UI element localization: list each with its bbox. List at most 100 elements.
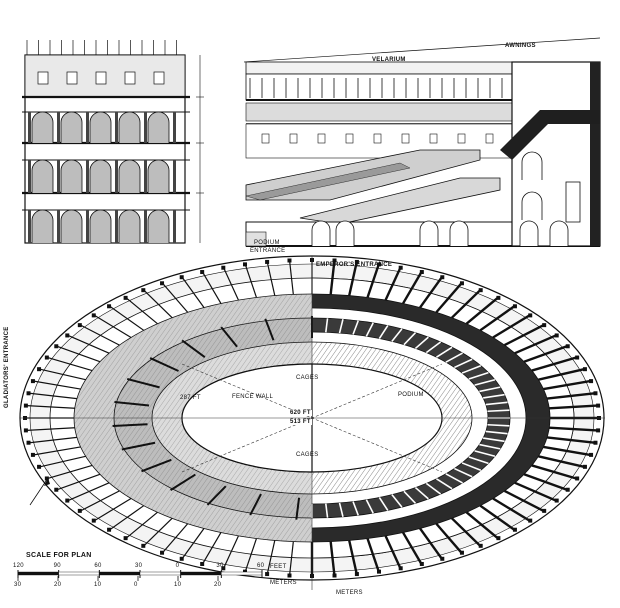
- outer-pier: [419, 270, 424, 275]
- upper-arch: [521, 191, 543, 220]
- radial-pier: [26, 405, 75, 409]
- radial-pier: [94, 498, 132, 522]
- outer-pier: [30, 379, 35, 384]
- outer-pier: [512, 527, 517, 532]
- attic-window: [95, 71, 107, 85]
- inner-passage: [483, 393, 505, 399]
- arch: [31, 209, 54, 243]
- scale-segment: [99, 571, 141, 576]
- column: [173, 160, 176, 193]
- radial-pier: [94, 314, 132, 338]
- column: [144, 160, 147, 193]
- outer-pier: [265, 572, 270, 577]
- inner-passage: [391, 494, 403, 508]
- outer-pier: [44, 355, 49, 360]
- gladiators-entrance-label: GLADIATORS' ENTRANCE: [4, 326, 10, 408]
- meters-unit: METERS: [270, 580, 297, 586]
- attic-window: [153, 71, 165, 85]
- outer-pier: [565, 344, 570, 349]
- column: [173, 112, 176, 143]
- outer-pier: [23, 428, 28, 433]
- outer-pier: [287, 258, 292, 263]
- meter-tick-label: 10: [94, 582, 102, 588]
- arch: [60, 111, 83, 143]
- arena-dimension: 287 FT: [180, 395, 201, 401]
- inner-passage: [468, 371, 489, 380]
- inner-passage: [485, 401, 508, 406]
- section-window: [485, 133, 494, 144]
- vomitorium: [295, 497, 301, 520]
- radial-pier: [538, 368, 585, 381]
- radial-pier: [531, 356, 577, 372]
- column: [115, 210, 118, 243]
- vomitorium: [206, 485, 227, 506]
- arch: [60, 159, 83, 193]
- section-window: [261, 133, 270, 144]
- vomitorium: [181, 339, 206, 358]
- meter-tick-label: 0: [134, 582, 138, 588]
- radial-pier: [514, 481, 557, 502]
- outer-pier: [440, 275, 445, 280]
- column: [173, 210, 176, 243]
- radial-pier: [181, 528, 205, 560]
- fence-wall-label: FENCE WALL: [232, 394, 274, 400]
- outer-pier: [554, 333, 559, 338]
- arch: [147, 159, 170, 193]
- inner-passage: [485, 430, 508, 435]
- outer-pier: [107, 304, 112, 309]
- meters-label: METERS: [336, 590, 363, 596]
- radial-pier: [348, 540, 358, 575]
- outer-pier: [243, 569, 248, 574]
- radial-pier: [39, 368, 86, 381]
- feet-tick-label: 60: [257, 563, 265, 569]
- radial-pier: [223, 267, 239, 301]
- meter-tick-label: 10: [174, 582, 182, 588]
- vomitorium: [114, 401, 150, 407]
- radial-pier: [26, 427, 75, 431]
- vomitorium: [141, 458, 172, 473]
- radial-pier: [435, 282, 463, 314]
- radial-pier: [492, 497, 531, 522]
- radial-pier: [33, 446, 81, 456]
- outer-pier: [478, 288, 483, 293]
- upper-arch: [521, 151, 543, 180]
- vomitorium: [121, 441, 156, 451]
- inner-passage: [365, 322, 374, 337]
- outer-pier: [141, 543, 146, 548]
- inner-passage: [461, 462, 482, 471]
- column: [28, 210, 31, 243]
- north-arrow: [29, 477, 49, 506]
- arch: [89, 111, 112, 143]
- meter-tick-label: 20: [214, 582, 222, 588]
- feet-tick-label: 90: [53, 563, 61, 569]
- radial-pier: [266, 261, 276, 296]
- outer-pier: [65, 498, 70, 503]
- outer-pier: [179, 275, 184, 280]
- outer-pier: [582, 367, 587, 372]
- radial-pier: [514, 334, 557, 355]
- radial-pier: [348, 261, 358, 296]
- scale-segment: [221, 571, 263, 576]
- radial-pier: [538, 455, 585, 468]
- arch: [31, 111, 54, 143]
- outer-pier: [44, 476, 49, 481]
- scale-title: SCALE FOR PLAN: [26, 552, 92, 559]
- outer-pier: [565, 487, 570, 492]
- outer-pier: [37, 464, 42, 469]
- radial-pier: [543, 445, 591, 457]
- radial-pier: [202, 271, 222, 304]
- outer-pier: [593, 440, 598, 445]
- outer-pier: [593, 391, 598, 396]
- inner-passage: [391, 328, 403, 342]
- arch: [147, 111, 170, 143]
- radial-pier: [549, 404, 598, 410]
- radial-pier: [67, 482, 110, 502]
- plan-podium-label: PODIUM: [398, 392, 424, 398]
- cages-bottom-label: CAGES: [296, 452, 319, 458]
- outer-pier: [440, 556, 445, 561]
- radial-pier: [266, 540, 276, 575]
- inner-passage: [474, 450, 496, 458]
- outer-pier: [37, 367, 42, 372]
